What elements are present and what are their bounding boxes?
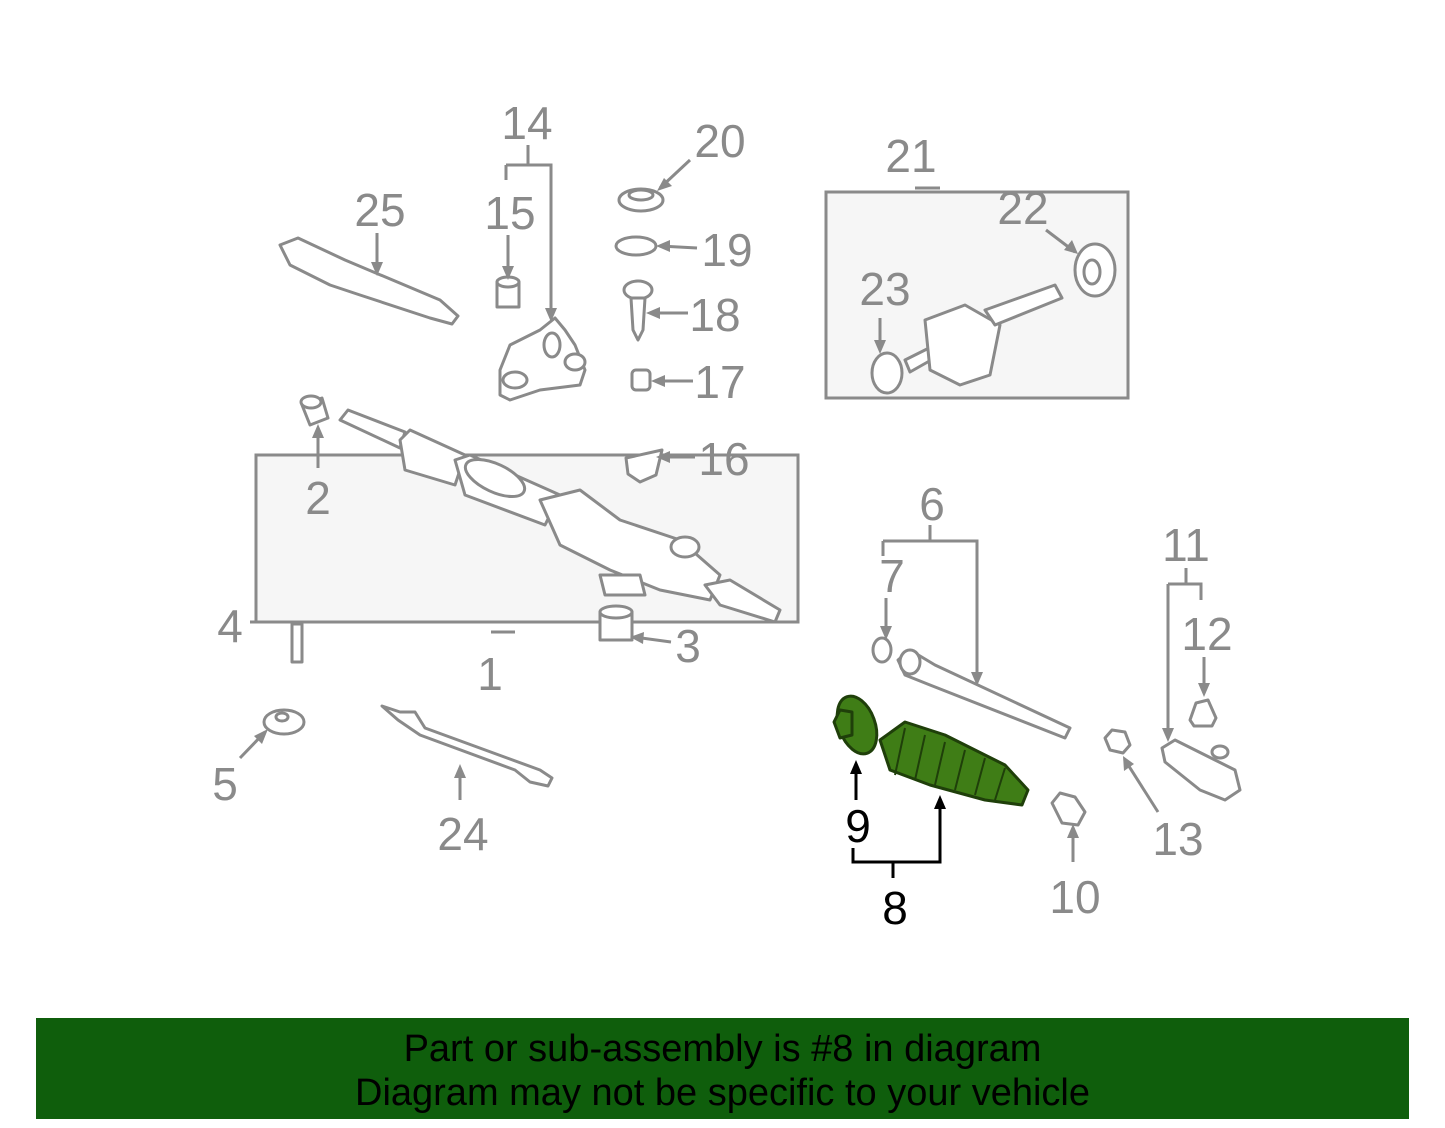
nut-13-part <box>1103 728 1132 755</box>
callout-24: 24 <box>437 808 488 860</box>
callout-4: 4 <box>217 600 243 652</box>
callout-9: 9 <box>845 800 871 852</box>
cap-16-part <box>624 448 664 484</box>
parts-diagram: 1 2 3 4 5 6 7 8 9 10 11 12 13 14 15 16 1… <box>212 97 1242 934</box>
info-banner: Part or sub-assembly is #8 in diagram Di… <box>36 1018 1409 1119</box>
o-ring-19-part <box>614 235 658 257</box>
callout-5: 5 <box>212 758 238 810</box>
callout-16: 16 <box>698 433 749 485</box>
valve-21-part <box>903 283 1064 387</box>
bushing-2-part <box>299 394 330 427</box>
tie-rod-6-part <box>896 648 1072 740</box>
bracket-25-part <box>278 236 460 326</box>
bushing-15-part <box>495 275 521 309</box>
callout-18: 18 <box>689 289 740 341</box>
callout-8: 8 <box>882 882 908 934</box>
callout-23: 23 <box>859 263 910 315</box>
boot-12-part <box>1188 698 1218 728</box>
steering-gear-part <box>338 408 782 624</box>
washer-5-part <box>262 708 306 736</box>
callout-11: 11 <box>1162 519 1210 571</box>
seal-20-part <box>617 187 665 213</box>
banner-line-2: Diagram may not be specific to your vehi… <box>355 1072 1090 1114</box>
bracket-24-part <box>380 704 554 788</box>
callout-14: 14 <box>501 97 552 149</box>
tie-rod-end-11-part <box>1160 738 1242 802</box>
callout-3: 3 <box>675 620 701 672</box>
callout-12: 12 <box>1181 608 1232 660</box>
callout-22: 22 <box>997 182 1048 234</box>
o-ring-23-part <box>870 351 904 395</box>
callout-15: 15 <box>484 187 535 239</box>
callout-13: 13 <box>1152 813 1203 865</box>
callout-17: 17 <box>694 356 745 408</box>
screw-18-part <box>622 279 654 342</box>
callout-7: 7 <box>879 550 905 602</box>
clamp-9-part <box>832 694 879 756</box>
spring-17-part <box>630 368 652 392</box>
bearing-22-part <box>1073 242 1117 298</box>
arrowheads <box>254 178 1210 838</box>
highlight-leader-lines <box>850 760 946 878</box>
callout-25: 25 <box>354 184 405 236</box>
callout-1: 1 <box>477 648 503 700</box>
callout-20: 20 <box>694 115 745 167</box>
boot-8-part <box>878 720 1030 807</box>
washer-7-part <box>871 636 893 664</box>
nut-10-part <box>1050 791 1087 827</box>
bushing-3-part <box>598 604 634 642</box>
callout-10: 10 <box>1049 871 1100 923</box>
callout-6: 6 <box>919 478 945 530</box>
callout-labels: 1 2 3 4 5 6 7 8 9 10 11 12 13 14 15 16 1… <box>212 97 1232 934</box>
stud-4-part <box>290 622 304 664</box>
callout-19: 19 <box>701 224 752 276</box>
callout-2: 2 <box>305 472 331 524</box>
mount-14-part <box>498 316 587 402</box>
callout-21: 21 <box>885 130 936 182</box>
banner-line-1: Part or sub-assembly is #8 in diagram <box>403 1028 1042 1070</box>
